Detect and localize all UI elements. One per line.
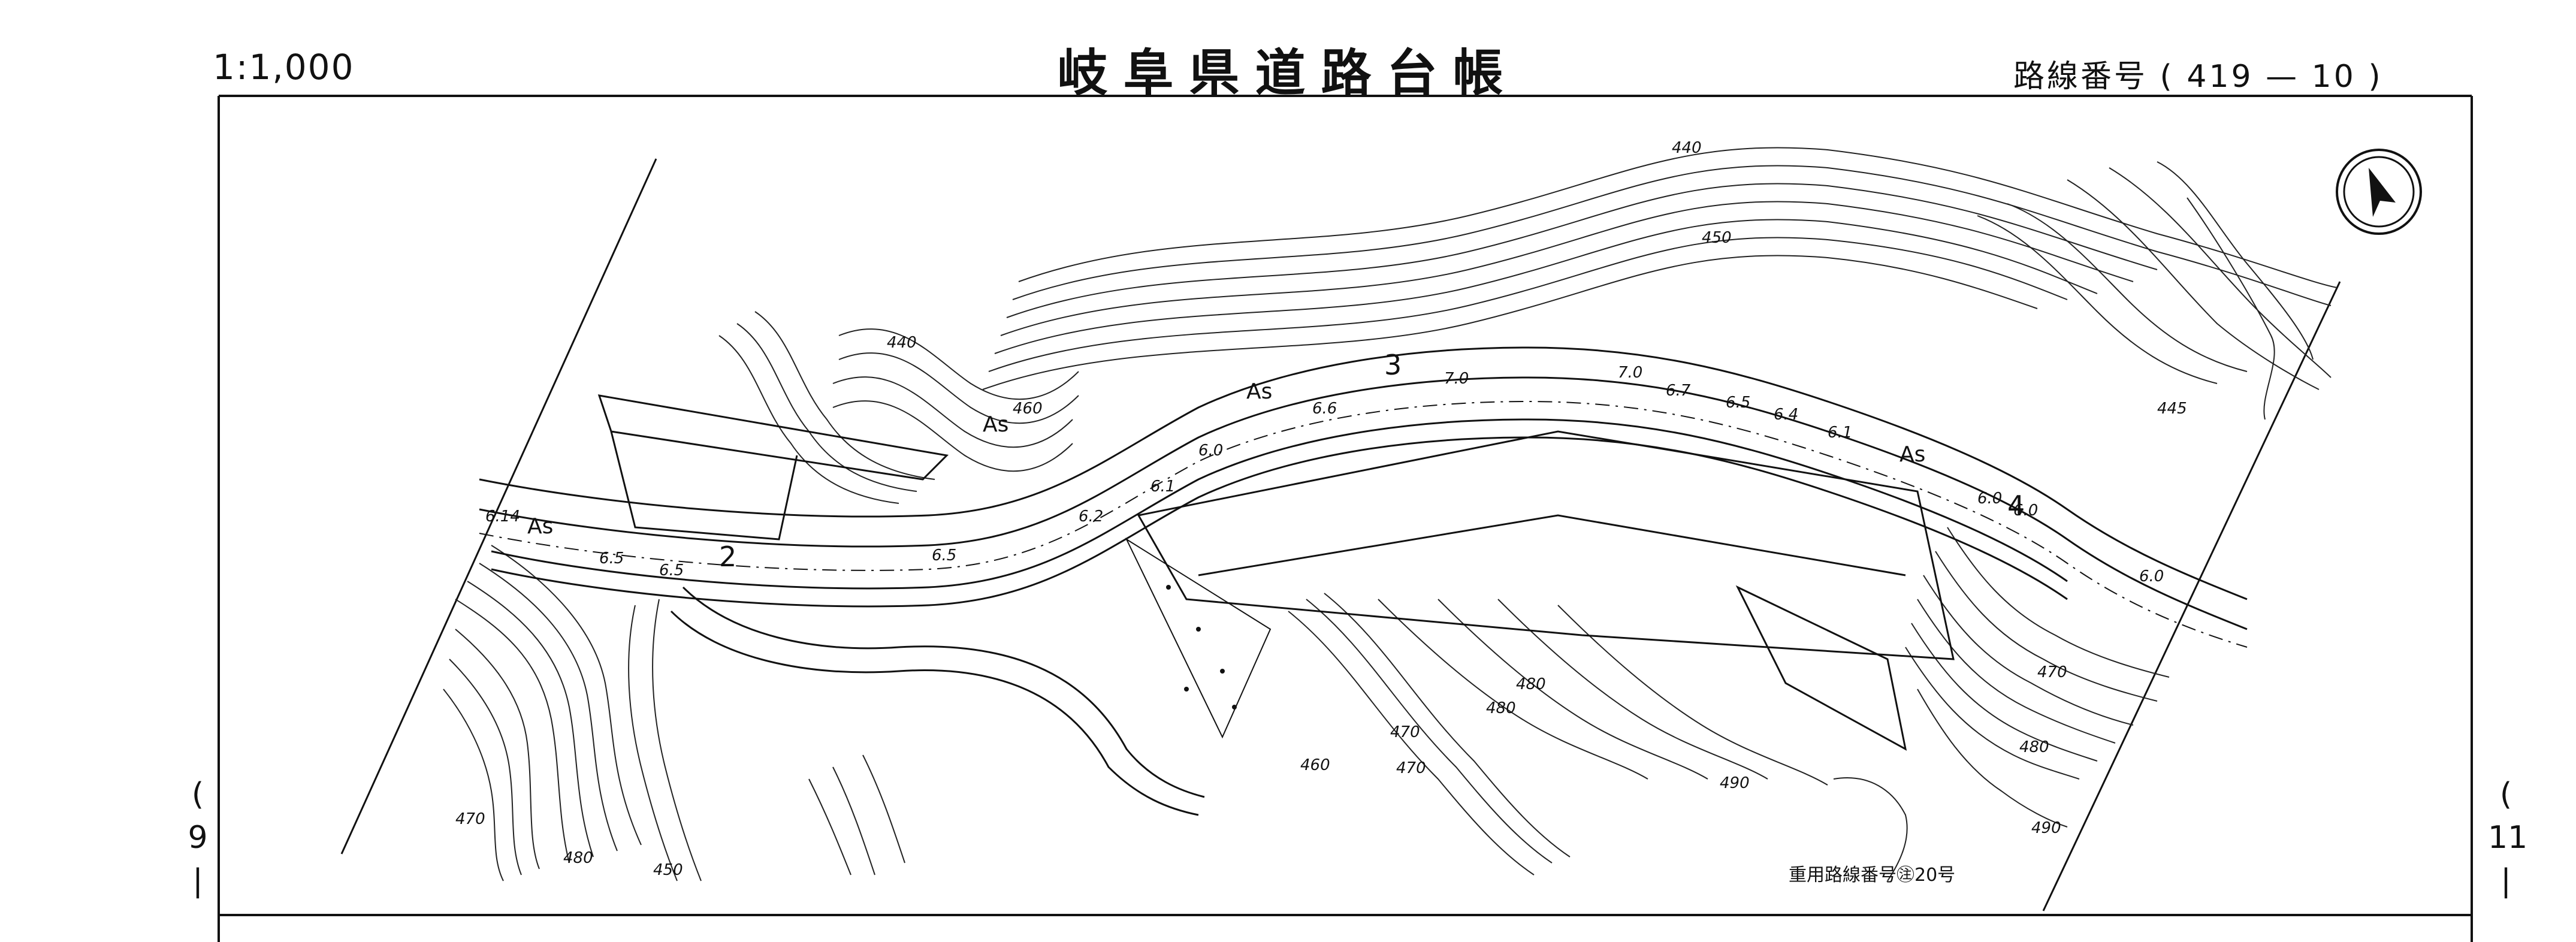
page-number-right: ( 11 |	[2488, 773, 2528, 902]
width-label: 6.4	[1774, 406, 1798, 424]
page-number-left-value: 9	[188, 820, 208, 856]
road-width-labels: 6.14 6.5 6.5 6.5 6.2 6.1 6.0 6.6 7.0 7.0…	[485, 364, 2164, 585]
page-number-right-open: (	[2499, 777, 2512, 813]
width-label: 6.0	[2139, 567, 2164, 585]
contour-label: 460	[1013, 400, 1043, 418]
route-number-value: ( 419 — 10 )	[2160, 59, 2383, 95]
contour-label: 470	[2037, 663, 2067, 681]
page-number-left-open: (	[191, 777, 204, 813]
sheet-boundary	[340, 158, 2341, 911]
contour-label: 470	[1396, 759, 1426, 777]
road-edges	[479, 346, 2248, 630]
contour-label: 460	[1300, 756, 1330, 774]
map-scale: 1:1,000	[213, 47, 355, 87]
width-label: 6.2	[1079, 508, 1103, 526]
contour-label: 470	[1390, 723, 1420, 741]
width-label: 6.5	[1726, 394, 1750, 412]
contour-label: 480	[1486, 699, 1516, 717]
route-number: 路線番号 ( 419 — 10 )	[2013, 51, 2383, 96]
width-label: 7.0	[1618, 364, 1642, 382]
width-label: 6.1	[1150, 478, 1175, 496]
contour-label: 440	[1672, 139, 1702, 157]
section-number-4: 4	[2007, 490, 2025, 522]
contour-label: 490	[1720, 774, 1750, 792]
width-label: 7.0	[1444, 370, 1469, 388]
contour-label: 450	[653, 861, 683, 879]
contour-value-labels: 440 450 445 440 460 460 470 480 470 480 …	[455, 139, 2187, 879]
width-label: 6.5	[932, 547, 956, 564]
page-number-right-bar: |	[2500, 863, 2511, 899]
width-label: 6.0	[1977, 490, 2002, 508]
width-label: 6.0	[1198, 442, 1223, 460]
slope-area	[1125, 538, 1272, 739]
section-number-2: 2	[719, 541, 736, 573]
width-label: 6.1	[1828, 424, 1852, 442]
overlapping-route-note: 重用路線番号㊟20号	[1789, 865, 1956, 886]
contour-label: 450	[1702, 229, 1732, 247]
contour-lines-lower	[1288, 527, 2170, 881]
contour-lines-lower-left	[443, 545, 905, 881]
width-label: 6.7	[1666, 382, 1691, 400]
map-frame	[218, 95, 2473, 942]
page-number-left-bar: |	[192, 863, 203, 899]
retaining-walls	[597, 394, 1955, 751]
route-number-label: 路線番号	[2013, 59, 2148, 95]
surface-label: As	[527, 514, 553, 539]
contour-label: 445	[2157, 400, 2187, 418]
road-center-line	[479, 400, 2248, 648]
contour-lines-upper	[718, 147, 2338, 504]
page-number-right-value: 11	[2488, 820, 2528, 856]
contour-label: 490	[2031, 819, 2061, 837]
section-number-3: 3	[1384, 349, 1402, 381]
side-road	[670, 586, 1205, 816]
page-number-left: ( 9 |	[180, 773, 216, 902]
north-arrow-icon	[2336, 149, 2422, 235]
contour-label: 440	[887, 334, 917, 352]
width-label: 6.0	[2013, 502, 2038, 520]
document-title: 岐阜県道路台帳	[1057, 43, 1519, 102]
surface-label: As	[1899, 442, 1925, 467]
contour-label: 480	[2019, 738, 2049, 756]
width-label: 6.6	[1312, 400, 1337, 418]
contour-label: 480	[1516, 675, 1546, 693]
width-label: 6.5	[599, 550, 624, 567]
surface-label: As	[983, 412, 1008, 437]
contour-label: 480	[563, 849, 593, 867]
surface-label: As	[1246, 379, 1272, 404]
width-label: 6.14	[485, 508, 520, 526]
width-label: 6.5	[659, 561, 684, 579]
contour-label: 470	[455, 810, 485, 828]
